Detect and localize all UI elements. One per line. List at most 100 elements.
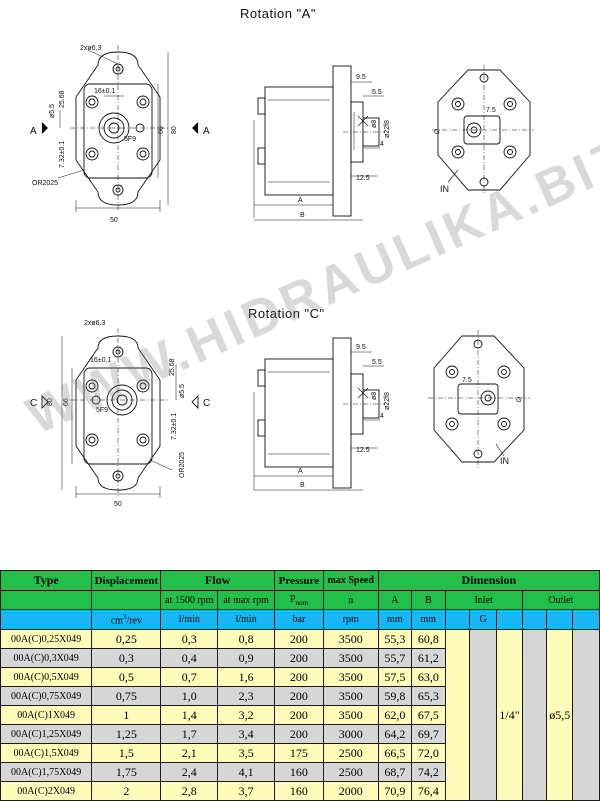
h2-flow-1500: at 1500 rpm [160,590,219,610]
h3-inlet-1 [444,609,470,630]
rot-label-c: C [30,398,37,409]
h3-b-unit: mm [411,609,446,630]
d55s-label-a: 5.5 [372,89,382,96]
h3-outlet-2 [546,609,574,630]
cell-dim-a: 66,5 [377,743,413,763]
cell-displacement: 0,5 [91,667,162,687]
h80-label-a: 80 [171,126,178,134]
rot-label-a-right: A [203,126,210,137]
dimB-label-c: B [300,482,305,489]
cell-type: 00A(C)0,25X049 [0,629,93,649]
dimA-label-a: A [298,197,303,204]
dimA-label-c: A [298,468,303,475]
cell-pressure: 200 [274,724,324,744]
h66-label-c: 66 [63,398,70,406]
d55s-label-c: 5.5 [372,359,382,366]
cell-flow-1500: 1,4 [160,705,219,725]
cell-dim-b: 60,8 [411,629,446,649]
cell-dim-b: 72,0 [411,743,446,763]
w50-label-c: 50 [114,501,122,508]
ring-label-a: OR2025 [32,180,58,187]
rotation-c-title: Rotation "C" [248,306,325,321]
cell-dim-a: 55,3 [377,629,413,649]
cell-dim-b: 76,4 [411,781,446,801]
dimB-label-a: B [300,212,305,219]
rotation-a-title: Rotation "A" [240,6,316,21]
cell-pressure: 160 [274,762,324,782]
rear-view-a [432,65,534,195]
cell-dim-b: 63,0 [411,667,446,687]
h2-speed-n: n [322,590,379,610]
cell-flow-max: 3,4 [217,724,276,744]
outlet-col-1 [521,629,548,801]
outlet-value: ø5,5 [546,629,574,801]
d16-label-a: 16±0.1 [94,88,115,95]
cell-speed: 3500 [322,667,379,687]
cell-speed: 2500 [322,743,379,763]
d4-label-a: 4 [380,141,384,148]
tol-label-c: 7.32±0.1 [171,413,178,440]
header-row-1: Type Displacement Flow Pressure max Spee… [0,570,600,591]
d22-label-a: ø22f8 [384,120,391,138]
cell-speed: 3500 [322,629,379,649]
cell-type: 00A(C)0,75X049 [0,686,93,706]
th-type: Type [0,570,93,591]
h3-type-blank [0,609,93,630]
h2-dim-a: A [377,590,413,610]
cell-type: 00A(C)1X049 [0,705,93,725]
cell-pressure: 200 [274,648,324,668]
cell-dim-b: 74,2 [411,762,446,782]
th-pressure: Pressure [274,570,324,591]
front-view-c [41,328,199,498]
cell-pressure: 200 [274,667,324,687]
w50-label-a: 50 [110,217,118,224]
cell-flow-1500: 1,0 [160,686,219,706]
outlet-col-3 [572,629,600,801]
cell-speed: 2000 [322,781,379,801]
d55-label-c: ø5.5 [179,384,186,398]
h2-pnom: Pnom [274,590,324,610]
pnom-sub: nom [295,598,308,607]
h3-outlet-1 [521,609,548,630]
h2-dim-b: B [411,590,446,610]
cell-flow-max: 3,7 [217,781,276,801]
ring-label-c: OR2025 [179,452,186,478]
spec-table: Type Displacement Flow Pressure max Spee… [0,570,600,801]
cell-flow-max: 3,5 [217,743,276,763]
cell-flow-1500: 2,4 [160,762,219,782]
th-max-speed: max Speed [322,570,379,591]
cell-dim-a: 59,8 [377,686,413,706]
h3-flow1-unit: l/min [160,609,219,630]
cell-dim-b: 61,2 [411,648,446,668]
disp-unit-sup: 3 [122,612,127,621]
cell-pressure: 160 [274,781,324,801]
cell-flow-max: 2,3 [217,686,276,706]
cell-flow-1500: 0,3 [160,629,219,649]
cell-displacement: 2 [91,781,162,801]
cell-type: 00A(C)0,5X049 [0,667,93,687]
cell-displacement: 1 [91,705,162,725]
holes-label-c: 2xø6.3 [84,320,106,327]
cell-dim-b: 65,3 [411,686,446,706]
cell-flow-max: 3,2 [217,705,276,725]
front-view-a [42,45,198,212]
h66-label-a: 66 [158,126,165,134]
in-label-c: IN [500,456,509,466]
cell-speed: 3500 [322,686,379,706]
cell-displacement: 1,25 [91,724,162,744]
d55-label-a: ø5.5 [49,104,56,118]
d75-label-a: 7.5 [486,107,496,114]
technical-drawings: Rotation "A" Rotation "C" [18,6,600,508]
disp-unit-rest: /rev [126,615,142,627]
cell-dim-a: 57,5 [377,667,413,687]
cell-speed: 3000 [322,724,379,744]
d22-label-c: ø22f8 [384,392,391,410]
g-label-c: G [516,397,521,404]
h25-label-a: 25.68 [59,90,66,108]
cell-flow-max: 1,6 [217,667,276,687]
h80-label-c: 80 [47,398,54,406]
